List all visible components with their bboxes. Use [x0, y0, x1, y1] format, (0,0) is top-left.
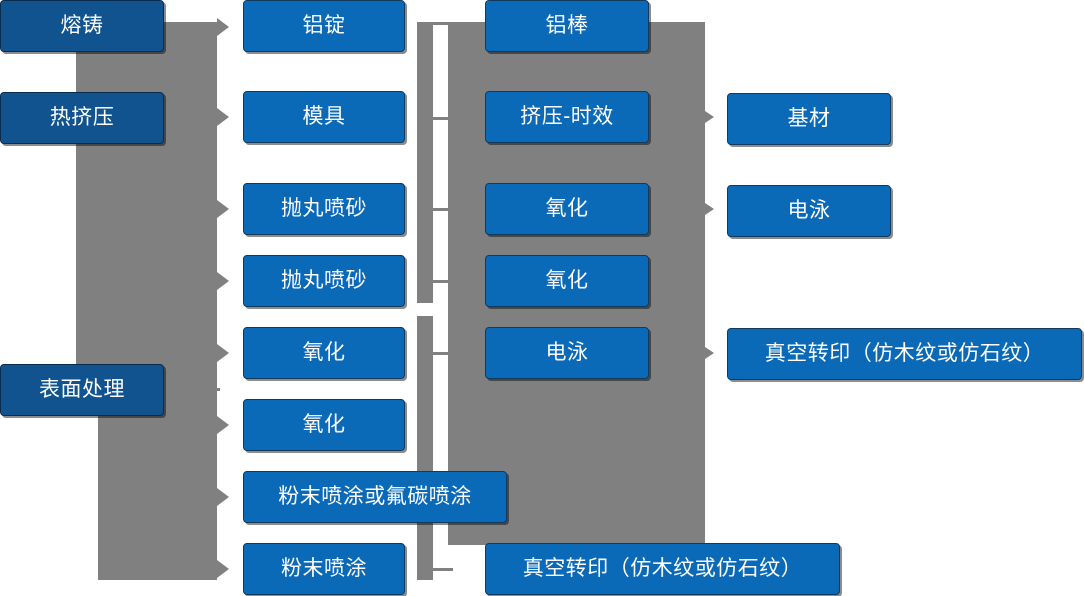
process-box-aluminum-ingot[interactable]: 铝锭 [243, 0, 405, 52]
process-box-col3-oxidation-1[interactable]: 氧化 [485, 183, 649, 235]
process-box-oxidation-2[interactable]: 氧化 [243, 399, 405, 451]
connector-col2-spine-upper [417, 22, 433, 303]
stage-label-melt-cast: 熔铸 [60, 14, 104, 38]
process-box-extrusion-aging[interactable]: 挤压-时效 [485, 91, 649, 143]
process-box-powder-or-fluorocarbon[interactable]: 粉末喷涂或氟碳喷涂 [243, 471, 507, 523]
process-label-col3-electrophoresis: 电泳 [545, 341, 589, 365]
arrow-right-to-powder-or-fluoro [217, 488, 229, 506]
connector-surface-treatment-link [164, 388, 220, 391]
process-label-extrusion-aging: 挤压-时效 [520, 105, 614, 129]
process-label-shot-blast-1: 抛丸喷砂 [281, 197, 367, 221]
connector-stage-spine [76, 22, 98, 365]
arrow-right-to-powder-coating [217, 560, 229, 578]
rung-col2-to-block-2 [433, 117, 453, 120]
stage-box-hot-extrusion[interactable]: 热挤压 [0, 92, 164, 144]
arrow-right-to-substrate [705, 111, 714, 123]
rung-col2-to-block-6 [433, 568, 453, 571]
arrow-right-to-mould [217, 108, 229, 126]
process-label-col3-oxidation-2: 氧化 [545, 269, 589, 293]
arrow-right-to-aluminum-ingot [217, 18, 229, 36]
process-label-powder-coating: 粉末喷涂 [281, 557, 367, 581]
connector-col2-spine-lower [417, 316, 433, 580]
arrow-right-to-vacuum-transfer [705, 347, 714, 359]
result-label-electrophoresis: 电泳 [787, 199, 831, 223]
process-box-col3-oxidation-2[interactable]: 氧化 [485, 255, 649, 307]
process-box-col3-electrophoresis[interactable]: 电泳 [485, 327, 649, 379]
process-label-oxidation-2: 氧化 [302, 413, 346, 437]
rung-col2-to-block-4 [433, 280, 453, 283]
result-box-electrophoresis[interactable]: 电泳 [727, 185, 891, 237]
process-label-powder-or-fluorocarbon: 粉末喷涂或氟碳喷涂 [278, 485, 472, 509]
process-box-mould[interactable]: 模具 [243, 91, 405, 143]
arrow-right-to-oxidation-1 [217, 344, 229, 362]
arrow-down-to-hot-extrusion [76, 78, 98, 89]
process-box-aluminum-bar[interactable]: 铝棒 [485, 0, 649, 52]
arrow-right-to-electrophoresis [705, 203, 714, 215]
process-label-aluminum-ingot: 铝锭 [302, 14, 346, 38]
process-label-col3-oxidation-1: 氧化 [545, 197, 589, 221]
arrow-right-to-oxidation-2 [217, 416, 229, 434]
process-box-oxidation-1[interactable]: 氧化 [243, 327, 405, 379]
rung-col2-to-block-5 [433, 352, 453, 355]
rung-col2-to-block-1 [433, 22, 453, 25]
process-box-shot-blast-2[interactable]: 抛丸喷砂 [243, 255, 405, 307]
arrow-right-to-shot-blast-1 [217, 200, 229, 218]
process-label-shot-blast-2: 抛丸喷砂 [281, 269, 367, 293]
process-box-shot-blast-1[interactable]: 抛丸喷砂 [243, 183, 405, 235]
process-label-aluminum-bar: 铝棒 [545, 14, 589, 38]
process-label-oxidation-1: 氧化 [302, 341, 346, 365]
process-label-col3-vacuum-transfer: 真空转印（仿木纹或仿石纹） [522, 557, 803, 581]
stage-label-hot-extrusion: 热挤压 [49, 106, 115, 130]
result-label-vacuum-transfer: 真空转印（仿木纹或仿石纹） [764, 342, 1045, 366]
stage-box-melt-cast[interactable]: 熔铸 [0, 0, 164, 52]
stage-box-surface-treatment[interactable]: 表面处理 [0, 364, 164, 416]
process-box-powder-coating[interactable]: 粉末喷涂 [243, 543, 405, 595]
arrow-down-to-surface-treatment [76, 352, 98, 363]
process-box-col3-vacuum-transfer[interactable]: 真空转印（仿木纹或仿石纹） [485, 543, 840, 595]
stage-label-surface-treatment: 表面处理 [39, 378, 125, 402]
result-box-vacuum-transfer[interactable]: 真空转印（仿木纹或仿石纹） [727, 328, 1082, 380]
result-box-substrate[interactable]: 基材 [727, 93, 891, 145]
arrow-right-to-shot-blast-2 [217, 272, 229, 290]
result-label-substrate: 基材 [787, 107, 831, 131]
rung-col2-to-block-3 [433, 208, 453, 211]
process-label-mould: 模具 [302, 105, 346, 129]
